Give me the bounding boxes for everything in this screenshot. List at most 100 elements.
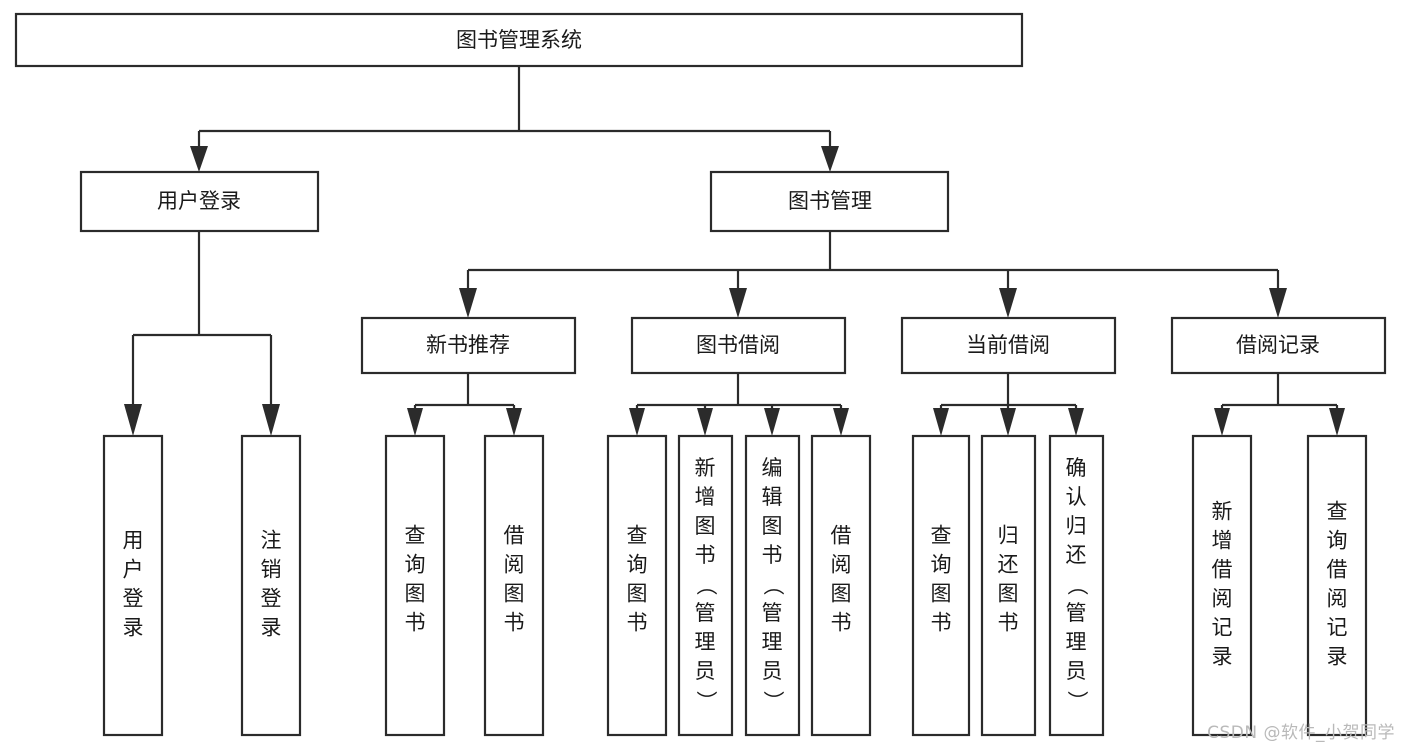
svg-text:查: 查 bbox=[1327, 500, 1348, 524]
nodes-layer: 图书管理系统 用户登录 图书管理 新书推荐 图书借阅 当前 bbox=[14, 12, 1387, 737]
svg-text:录: 录 bbox=[261, 616, 282, 640]
svg-text:书: 书 bbox=[931, 611, 952, 635]
node-book-borrow[interactable]: 图书借阅 bbox=[630, 316, 847, 375]
svg-text:阅: 阅 bbox=[831, 553, 852, 577]
node-user-login-label: 用户登录 bbox=[157, 189, 241, 213]
svg-text:图: 图 bbox=[627, 582, 648, 606]
arrowhead-bookborrow-leaf-4 bbox=[833, 408, 849, 436]
arrowhead-bookborrow-leaf-3 bbox=[764, 408, 780, 436]
svg-text:编: 编 bbox=[762, 456, 783, 480]
node-root-book-management-system[interactable]: 图书管理系统 bbox=[14, 12, 1024, 68]
svg-text:户: 户 bbox=[123, 558, 144, 582]
svg-text:理: 理 bbox=[1066, 630, 1087, 654]
leaf-user-login-login[interactable]: 用户登录 bbox=[102, 434, 164, 737]
svg-text:录: 录 bbox=[123, 616, 144, 640]
svg-text:归: 归 bbox=[1066, 514, 1087, 538]
svg-text:阅: 阅 bbox=[1327, 587, 1348, 611]
svg-text:登: 登 bbox=[261, 587, 282, 611]
svg-text:新: 新 bbox=[1212, 500, 1233, 524]
svg-text:查: 查 bbox=[405, 524, 426, 548]
node-book-management-label: 图书管理 bbox=[788, 189, 872, 213]
node-book-management[interactable]: 图书管理 bbox=[709, 170, 950, 233]
svg-text:书: 书 bbox=[998, 611, 1019, 635]
arrowhead-leaf-user-login bbox=[124, 404, 142, 436]
svg-text:员: 员 bbox=[695, 659, 716, 683]
svg-text:图: 图 bbox=[405, 582, 426, 606]
svg-text:管: 管 bbox=[1066, 601, 1087, 625]
svg-text:辑: 辑 bbox=[762, 485, 783, 509]
svg-text:用: 用 bbox=[123, 529, 144, 553]
svg-text:书: 书 bbox=[762, 543, 783, 567]
svg-text:（: （ bbox=[694, 575, 718, 596]
svg-text:登: 登 bbox=[123, 587, 144, 611]
csdn-watermark: CSDN @软件_小贺同学 bbox=[1207, 723, 1395, 743]
svg-text:图: 图 bbox=[831, 582, 852, 606]
svg-text:查: 查 bbox=[627, 524, 648, 548]
svg-text:理: 理 bbox=[762, 630, 783, 654]
arrowhead-currentborrow-leaf-3 bbox=[1068, 408, 1084, 436]
svg-text:新: 新 bbox=[695, 456, 716, 480]
svg-text:借: 借 bbox=[504, 524, 525, 548]
svg-text:记: 记 bbox=[1212, 616, 1233, 640]
svg-text:）: ） bbox=[694, 691, 718, 712]
svg-text:询: 询 bbox=[931, 553, 952, 577]
node-new-book-recommend-label: 新书推荐 bbox=[426, 333, 510, 357]
svg-text:书: 书 bbox=[627, 611, 648, 635]
arrowhead-current-borrow bbox=[999, 288, 1017, 318]
svg-text:）: ） bbox=[761, 691, 785, 712]
svg-text:还: 还 bbox=[1066, 543, 1087, 567]
node-new-book-recommend[interactable]: 新书推荐 bbox=[360, 316, 577, 375]
svg-text:询: 询 bbox=[627, 553, 648, 577]
svg-text:（: （ bbox=[1065, 575, 1089, 596]
arrowhead-newbook-leaf-2 bbox=[506, 408, 522, 436]
arrowhead-new-book-recommend bbox=[459, 288, 477, 318]
svg-text:图: 图 bbox=[695, 514, 716, 538]
node-current-borrow[interactable]: 当前借阅 bbox=[900, 316, 1117, 375]
arrowhead-borrowrecord-leaf-1 bbox=[1214, 408, 1230, 436]
svg-text:图: 图 bbox=[998, 582, 1019, 606]
arrowhead-book-mgmt bbox=[821, 146, 839, 172]
svg-text:理: 理 bbox=[695, 630, 716, 654]
node-root-label: 图书管理系统 bbox=[456, 28, 582, 52]
svg-text:借: 借 bbox=[1327, 558, 1348, 582]
svg-text:询: 询 bbox=[1327, 529, 1348, 553]
svg-text:员: 员 bbox=[1066, 659, 1087, 683]
svg-text:查: 查 bbox=[931, 524, 952, 548]
svg-text:还: 还 bbox=[998, 553, 1019, 577]
arrowhead-leaf-logout bbox=[262, 404, 280, 436]
node-current-borrow-label: 当前借阅 bbox=[966, 333, 1050, 357]
node-borrow-record[interactable]: 借阅记录 bbox=[1170, 316, 1387, 375]
svg-text:员: 员 bbox=[762, 659, 783, 683]
svg-text:销: 销 bbox=[261, 558, 282, 582]
arrowhead-currentborrow-leaf-2 bbox=[1000, 408, 1016, 436]
node-borrow-record-label: 借阅记录 bbox=[1236, 333, 1320, 357]
leaf-user-login-login-label: 用户登录 bbox=[123, 529, 144, 640]
node-user-login[interactable]: 用户登录 bbox=[79, 170, 320, 233]
svg-text:管: 管 bbox=[695, 601, 716, 625]
arrowhead-borrowrecord-leaf-2 bbox=[1329, 408, 1345, 436]
arrowhead-newbook-leaf-1 bbox=[407, 408, 423, 436]
